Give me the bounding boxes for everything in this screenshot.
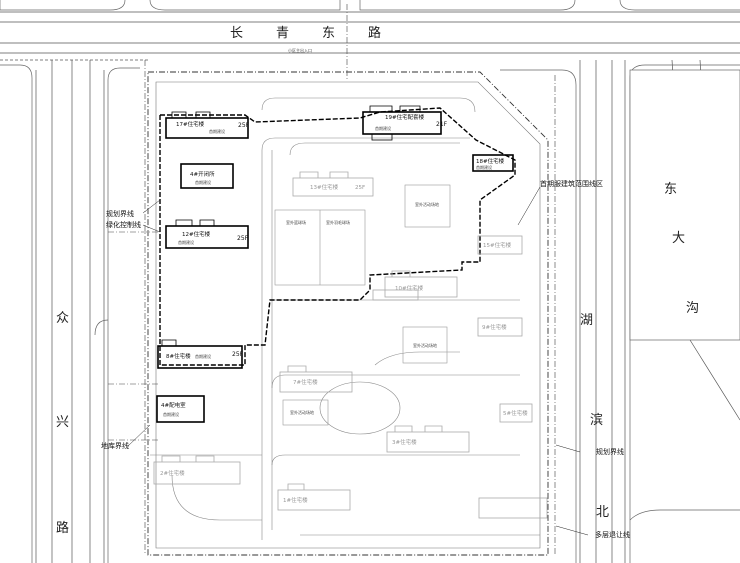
court-label-2: 室外羽毛球场 bbox=[326, 219, 350, 225]
east-ditch-char-3: 沟 bbox=[686, 301, 699, 316]
east-road-label: 湖 滨 北 bbox=[580, 313, 609, 520]
building-19: 19#住宅配套楼 首期建设 21F bbox=[362, 105, 448, 141]
future-building-labels: 13#住宅楼 25F 15#住宅楼 10#住宅楼 9#住宅楼 7#住宅楼 5#住… bbox=[160, 183, 528, 504]
building-17-name: 17#住宅楼 bbox=[176, 120, 205, 128]
future-buildings bbox=[153, 171, 548, 519]
building-18-sub: 首期建设 bbox=[476, 164, 492, 170]
north-road-label: 长 青 东 路 bbox=[230, 25, 381, 41]
building-18-name: 18#住宅楼 bbox=[476, 157, 505, 165]
building-2-name: 2#住宅楼 bbox=[160, 469, 185, 477]
north-road-char-2: 青 bbox=[276, 26, 289, 41]
building-17: 17#住宅楼 首期建设 25F bbox=[165, 111, 250, 139]
building-12: 12#住宅楼 首期建设 25F bbox=[165, 219, 249, 249]
building-19-sub: 首期建设 bbox=[375, 125, 391, 131]
control-lines bbox=[108, 4, 556, 555]
building-17-floors: 25F bbox=[238, 122, 250, 129]
basement-line-label: 地库界线 bbox=[101, 441, 129, 450]
green-line-label: 绿化控制线 bbox=[106, 220, 141, 229]
north-road-char-1: 长 bbox=[230, 26, 243, 41]
west-road-label: 众 兴 路 bbox=[56, 311, 69, 536]
building-12-sub: 首期建设 bbox=[178, 239, 194, 245]
building-9-name: 9#住宅楼 bbox=[482, 323, 507, 331]
building-17-sub: 首期建设 bbox=[209, 128, 225, 134]
building-4-power-name: 4#配电室 bbox=[161, 401, 186, 409]
building-4-switch-sub: 首期建设 bbox=[195, 179, 211, 185]
north-road-char-3: 东 bbox=[322, 26, 335, 41]
west-road-char-3: 路 bbox=[56, 520, 69, 536]
east-ditch-char-2: 大 bbox=[672, 231, 685, 246]
road-lines bbox=[0, 11, 740, 563]
building-12-name: 12#住宅楼 bbox=[182, 230, 211, 238]
building-3-name: 3#住宅楼 bbox=[392, 438, 417, 446]
red-line-label: 规划界线 bbox=[106, 209, 134, 218]
west-road-char-1: 众 bbox=[56, 311, 69, 326]
first-phase-zone-line bbox=[159, 107, 516, 366]
east-ditch-char-1: 东 bbox=[664, 182, 677, 197]
building-12-floors: 25F bbox=[237, 235, 249, 242]
building-4-switch: 4#开闭所 首期建设 bbox=[180, 163, 234, 189]
building-8-name: 8#住宅楼 bbox=[166, 352, 191, 360]
building-10-name: 10#住宅楼 bbox=[395, 284, 424, 292]
activity-label-3: 室外活动场地 bbox=[290, 409, 314, 415]
east-ditch-label: 东 大 沟 bbox=[664, 182, 699, 316]
building-8-floors: 25F bbox=[232, 351, 244, 358]
courts bbox=[274, 184, 451, 426]
building-13-name: 13#住宅楼 bbox=[310, 183, 339, 191]
court-label-1: 室外篮球场 bbox=[286, 219, 306, 225]
building-8-sub: 首期建设 bbox=[195, 353, 211, 359]
building-4-power-sub: 首期建设 bbox=[163, 411, 179, 417]
building-1-name: 1#住宅楼 bbox=[283, 496, 308, 504]
building-8: 8#住宅楼 首期建设 25F bbox=[157, 339, 244, 369]
east-road-char-1: 湖 bbox=[580, 313, 593, 328]
activity-label-2: 室外活动场地 bbox=[413, 342, 437, 348]
building-15-name: 15#住宅楼 bbox=[483, 241, 512, 249]
building-5-name: 5#住宅楼 bbox=[503, 409, 528, 417]
first-phase-zone-label: 首期服建筑范围线区 bbox=[540, 179, 603, 188]
west-callouts: 规划界线 绿化控制线 地库界线 bbox=[101, 199, 161, 450]
building-4-power: 4#配电室 首期建设 bbox=[156, 395, 205, 423]
site-boundary bbox=[147, 71, 549, 556]
building-4-switch-name: 4#开闭所 bbox=[190, 170, 215, 178]
building-7-name: 7#住宅楼 bbox=[293, 378, 318, 386]
building-13-floors: 25F bbox=[355, 185, 365, 191]
west-road-char-2: 兴 bbox=[56, 415, 69, 430]
east-road-char-2: 滨 bbox=[590, 412, 603, 428]
building-19-name: 19#住宅配套楼 bbox=[385, 113, 425, 121]
activity-label-1: 室外活动场地 bbox=[415, 201, 439, 207]
building-19-floors: 21F bbox=[436, 121, 448, 128]
multi-storey-line-label: 多层退让线 bbox=[595, 530, 630, 539]
north-entrance-label: 小区主出入口 bbox=[288, 47, 312, 53]
east-callouts: 首期服建筑范围线区 规划界线 多层退让线 bbox=[517, 179, 630, 539]
north-road-char-4: 路 bbox=[368, 25, 381, 41]
east-road-char-3: 北 bbox=[596, 505, 609, 520]
planning-line-label: 规划界线 bbox=[596, 447, 624, 456]
building-18: 18#住宅楼 首期建设 bbox=[472, 154, 514, 172]
